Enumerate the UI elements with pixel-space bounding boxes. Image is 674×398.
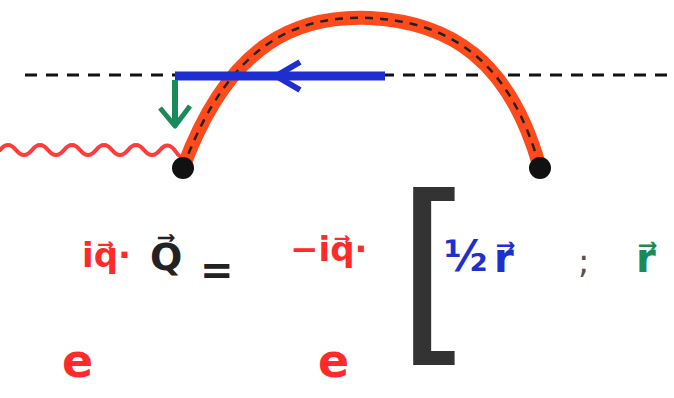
wavy-line: [0, 145, 192, 157]
vector-symbol: r⃗: [636, 238, 656, 278]
orbit-arc: [183, 18, 540, 168]
fraction: ½: [444, 236, 487, 278]
orbit-dashes: [183, 18, 540, 168]
equals-sign: =: [200, 250, 234, 290]
vector-symbol: r⃗: [494, 238, 514, 278]
exponent-base: e: [62, 338, 93, 384]
exponent-term: −iq⃗·: [290, 232, 367, 266]
blue-arrowhead: [276, 62, 300, 90]
start-dot: [172, 157, 194, 179]
end-dot: [529, 157, 551, 179]
exponent-term: iq⃗·: [82, 238, 131, 272]
reference-line: [25, 74, 670, 77]
green-arrowhead: [160, 106, 190, 126]
exponent-base: e: [318, 338, 349, 384]
separator: ;: [578, 244, 589, 278]
vector-symbol: Q⃗: [150, 238, 182, 276]
green-vector: [172, 80, 178, 125]
